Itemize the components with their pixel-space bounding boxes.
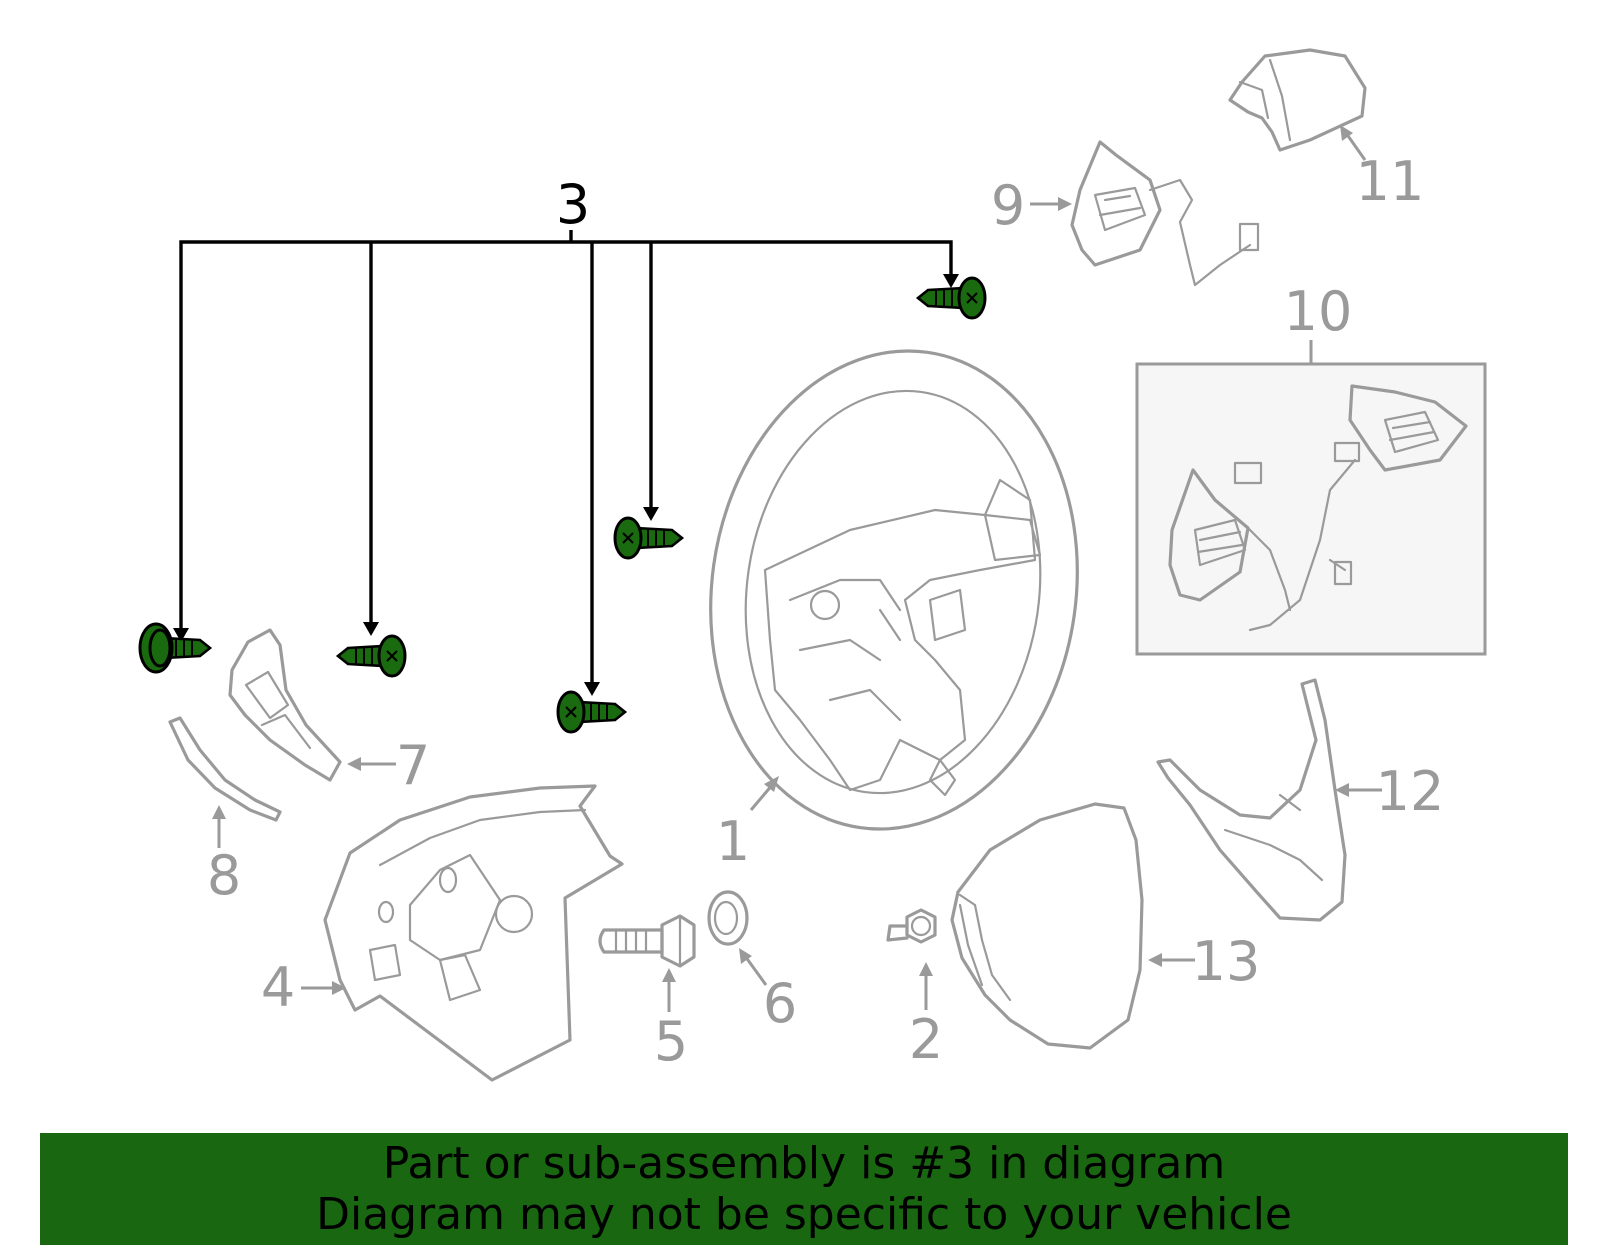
- callout-10[interactable]: 10: [1284, 280, 1353, 343]
- callout-4[interactable]: 4: [261, 956, 295, 1019]
- switch-assembly-icon[interactable]: [1070, 140, 1260, 287]
- switch-set-icon[interactable]: [1135, 340, 1487, 656]
- callout-11[interactable]: 11: [1356, 150, 1425, 213]
- callout-8[interactable]: 8: [207, 844, 241, 907]
- switch-bezel-icon[interactable]: [228, 628, 342, 782]
- trim-strip-icon[interactable]: [168, 716, 282, 822]
- screw-icon[interactable]: [613, 516, 685, 560]
- screw-icon[interactable]: [335, 634, 407, 678]
- screw-icon[interactable]: [138, 622, 213, 674]
- screw-icon[interactable]: [556, 690, 628, 734]
- callout-12[interactable]: 12: [1376, 760, 1445, 823]
- banner-line-disclaimer: Diagram may not be specific to your vehi…: [316, 1189, 1292, 1240]
- airbag-icon[interactable]: [950, 802, 1144, 1050]
- lower-garnish-icon[interactable]: [1156, 678, 1347, 922]
- washer-icon[interactable]: [707, 890, 749, 946]
- callout-2[interactable]: 2: [909, 1008, 943, 1071]
- callout-7[interactable]: 7: [396, 734, 430, 797]
- bolt-icon[interactable]: [598, 914, 696, 968]
- callout-1[interactable]: 1: [716, 810, 750, 873]
- leader-lines: [212, 125, 1382, 1012]
- banner-line-part-number: Part or sub-assembly is #3 in diagram: [382, 1138, 1226, 1189]
- callout-6[interactable]: 6: [763, 972, 797, 1035]
- callout-3-bracket: [173, 230, 959, 696]
- switch-cover-icon[interactable]: [1228, 48, 1367, 152]
- screw-icon[interactable]: [915, 276, 987, 320]
- notice-banner: Part or sub-assembly is #3 in diagram Di…: [40, 1133, 1568, 1245]
- callout-5[interactable]: 5: [654, 1010, 688, 1073]
- callout-9[interactable]: 9: [991, 174, 1025, 237]
- callout-13[interactable]: 13: [1192, 930, 1261, 993]
- steering-wheel-icon[interactable]: [680, 327, 1107, 853]
- callout-3[interactable]: 3: [556, 173, 590, 236]
- nut-icon[interactable]: [886, 908, 937, 944]
- lower-cover-icon[interactable]: [323, 784, 624, 1082]
